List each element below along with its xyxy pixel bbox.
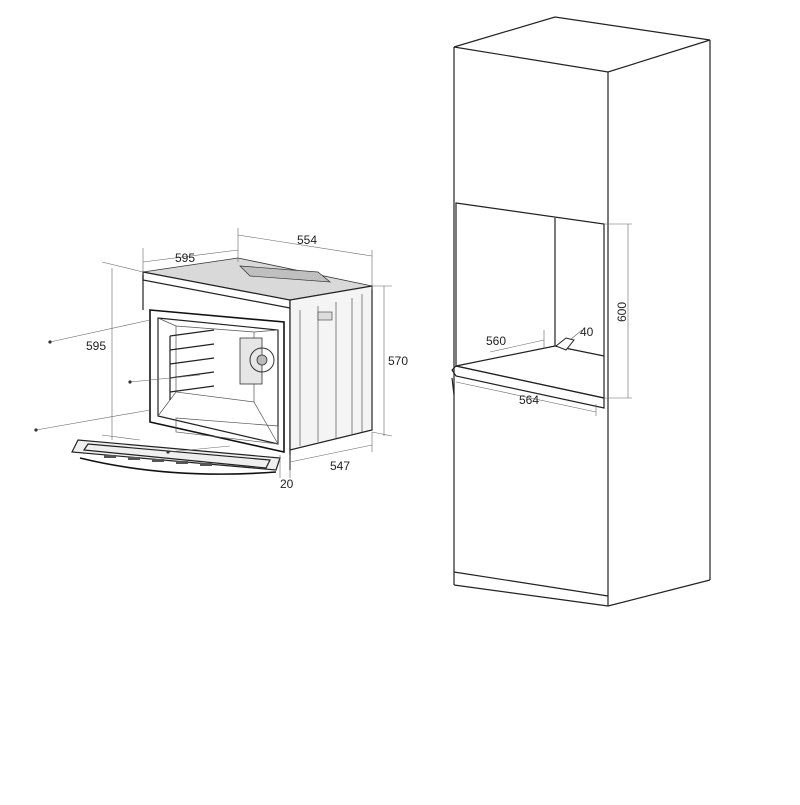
dim-line-554 bbox=[237, 234, 373, 257]
oven-door-slots bbox=[104, 455, 212, 466]
oven-shelf-rails-left bbox=[169, 329, 215, 400]
cabinet-shelf-notch bbox=[451, 377, 455, 396]
label-oven-height-left: 595 bbox=[86, 339, 106, 353]
cabinet-niche-front bbox=[455, 202, 605, 399]
cabinet-plinth-bottom bbox=[453, 584, 609, 607]
oven-fan bbox=[239, 337, 275, 385]
dim-ext bbox=[101, 261, 144, 273]
oven-floor bbox=[175, 417, 279, 445]
label-oven-depth-bottom: 547 bbox=[330, 459, 350, 473]
oven-leader-points bbox=[34, 319, 231, 454]
oven-cavity-edge bbox=[157, 317, 177, 327]
label-oven-height-right: 570 bbox=[388, 354, 408, 368]
oven-drawing: 554 595 595 570 547 20 bbox=[34, 228, 408, 491]
oven-right-side bbox=[289, 285, 373, 451]
cabinet-plinth-top bbox=[453, 571, 609, 597]
cabinet-niche-floor-left bbox=[455, 345, 556, 367]
cabinet-shelf-edge bbox=[451, 365, 605, 409]
label-cabinet-niche-width: 564 bbox=[519, 393, 539, 407]
label-oven-width-top: 595 bbox=[175, 251, 195, 265]
dim-ext bbox=[101, 434, 141, 441]
oven-door-glass bbox=[82, 443, 271, 469]
label-cabinet-niche-depth: 560 bbox=[486, 334, 506, 348]
cabinet-top bbox=[453, 16, 711, 73]
oven-top-vent bbox=[239, 265, 332, 283]
cabinet-drawing: 560 40 564 600 bbox=[451, 16, 711, 607]
label-cabinet-vent-depth: 40 bbox=[580, 325, 594, 339]
oven-cavity-edge bbox=[253, 329, 279, 333]
label-cabinet-niche-height: 600 bbox=[615, 302, 629, 322]
dim-line-564 bbox=[455, 381, 597, 413]
oven-side-bracket bbox=[317, 311, 333, 321]
dim-ext bbox=[371, 431, 393, 437]
label-oven-depth-top: 554 bbox=[297, 233, 317, 247]
cabinet-vent-cutout bbox=[555, 337, 575, 351]
oven-door-handle bbox=[79, 457, 277, 475]
oven-cavity-edge bbox=[253, 401, 279, 445]
oven-cavity-frame bbox=[149, 309, 285, 453]
label-oven-door-offset: 20 bbox=[280, 477, 294, 491]
cabinet-bottom-right bbox=[607, 579, 711, 607]
oven-cavity-edge bbox=[157, 391, 177, 417]
dim-line-560 bbox=[489, 339, 545, 353]
dim-line-547 bbox=[289, 444, 373, 463]
dim-line-40 bbox=[569, 329, 583, 341]
dim-line-595-top bbox=[142, 249, 239, 263]
